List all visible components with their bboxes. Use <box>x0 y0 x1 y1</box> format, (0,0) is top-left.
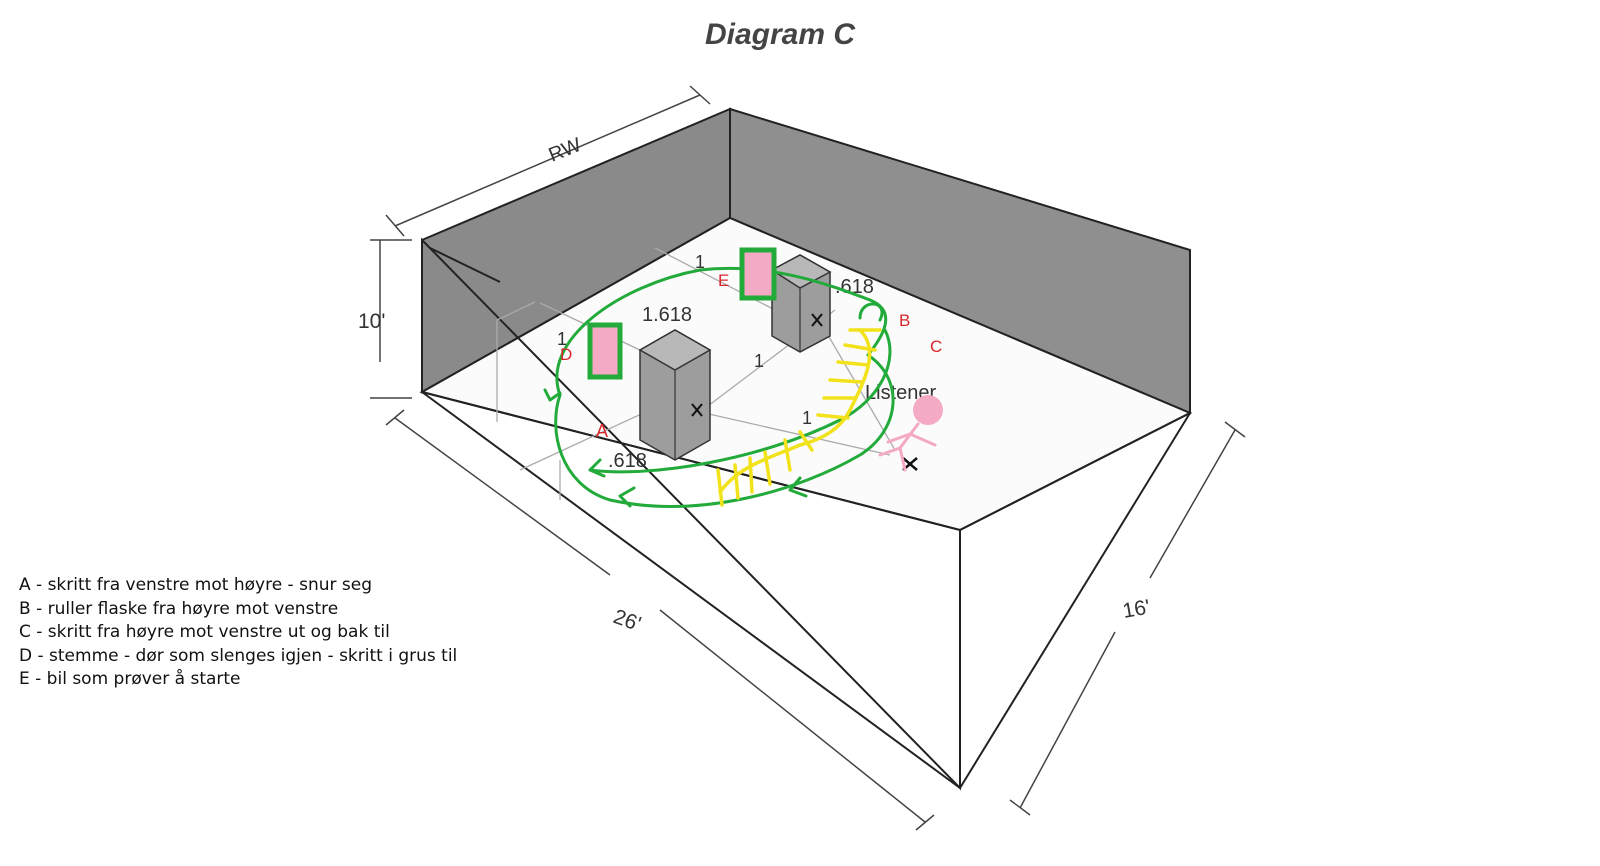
ratio-one-c-label: 1 <box>754 351 764 371</box>
dimension-height-line <box>370 239 412 399</box>
legend-item-c: C - skritt fra høyre mot venstre ut og b… <box>19 622 390 642</box>
ratio-1618-label: 1.618 <box>642 304 692 326</box>
ratio-one-d-label: 1 <box>802 408 812 428</box>
legend-item-e: E - bil som prøver å starte <box>19 669 241 689</box>
window-line <box>429 247 501 283</box>
left-speaker <box>638 329 712 461</box>
dimension-length-label: 26' <box>610 605 644 636</box>
dimension-depth-label: 16' <box>1121 596 1152 623</box>
right-speaker <box>770 254 832 353</box>
marker-a: A <box>596 421 608 441</box>
marker-d: D <box>560 345 572 364</box>
dimension-depth-line <box>1009 421 1246 816</box>
legend-item-b: B - ruller flaske fra høyre mot venstre <box>19 598 339 619</box>
marker-e: E <box>718 271 729 290</box>
dimension-rw-line <box>385 85 711 237</box>
front-left-base <box>421 391 961 789</box>
legend-item-a: A - skritt fra venstre mot høyre - snur … <box>19 575 372 595</box>
marker-b: B <box>899 311 910 330</box>
listener-figure <box>878 395 943 472</box>
ratio-618-left-label: .618 <box>608 450 647 472</box>
diagram-title: Diagram C <box>705 18 856 51</box>
front-edge-top <box>959 412 1191 531</box>
legend-item-d: D - stemme - dør som slenges igjen - skr… <box>19 645 458 666</box>
legend-list: A - skritt fra venstre mot høyre - snur … <box>19 574 457 692</box>
dimension-length-line <box>385 409 935 831</box>
ratio-618-top-label: .618 <box>835 276 874 298</box>
front-right-base <box>959 412 1191 789</box>
yellow-sound-path <box>716 328 882 507</box>
dimension-height-label: 10' <box>358 310 385 333</box>
ratio-one-b-label: 1 <box>557 329 567 349</box>
source-d-box <box>587 322 623 380</box>
dimension-rw-label: RW <box>546 134 585 167</box>
marker-c: C <box>930 337 942 356</box>
source-e-box <box>739 247 777 301</box>
ratio-one-a-label: 1 <box>695 252 705 272</box>
